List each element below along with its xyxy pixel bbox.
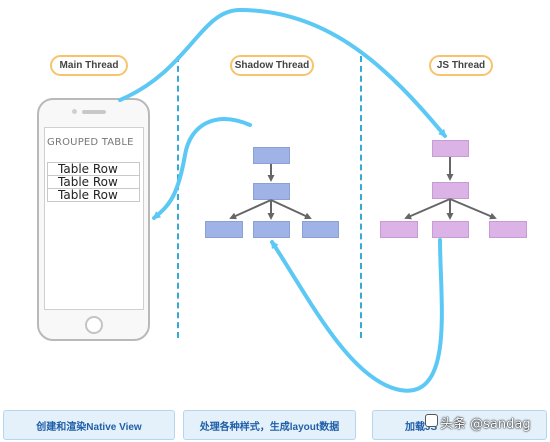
js-edge <box>449 198 497 220</box>
js-node-leaf <box>432 221 469 238</box>
shadow-node-leaf <box>205 221 243 238</box>
js-thread-label: JS Thread <box>429 55 493 76</box>
shadow-edge <box>270 199 312 220</box>
shadow-node-leaf <box>302 221 339 238</box>
shadow-node-leaf <box>253 221 290 238</box>
arrow-js-to-shadow <box>270 238 444 393</box>
shadow-node-root <box>253 147 290 164</box>
phone-home-button <box>85 316 103 334</box>
grouped-table-header: GROUPED TABLE <box>47 137 134 148</box>
arrow-main-to-js <box>118 7 447 138</box>
js-node-root <box>432 140 469 157</box>
caption-js-thread: 加载JS <box>372 410 547 440</box>
js-node-leaf <box>489 221 527 238</box>
watermark: 头条 @sandag <box>440 417 531 432</box>
phone-speaker <box>82 110 106 114</box>
divider-right <box>360 56 362 338</box>
caption-main-thread: 创建和渲染Native View <box>3 410 175 440</box>
main-thread-label: Main Thread <box>50 55 128 76</box>
js-edge <box>404 198 451 220</box>
table-row: Table Row <box>47 188 140 202</box>
table-row: Table Row <box>47 175 140 189</box>
shadow-thread-label: Shadow Thread <box>230 55 314 76</box>
caption-js-text: 加载JS <box>405 421 438 433</box>
js-node-leaf <box>380 221 418 238</box>
phone-screen <box>44 127 144 310</box>
watermark-logo-icon <box>425 414 438 427</box>
arrow-shadow-to-main <box>152 117 252 220</box>
shadow-edge <box>229 199 272 220</box>
divider-left <box>177 56 179 338</box>
caption-shadow-thread: 处理各种样式，生成layout数据 <box>183 410 356 440</box>
phone-camera <box>72 109 77 114</box>
